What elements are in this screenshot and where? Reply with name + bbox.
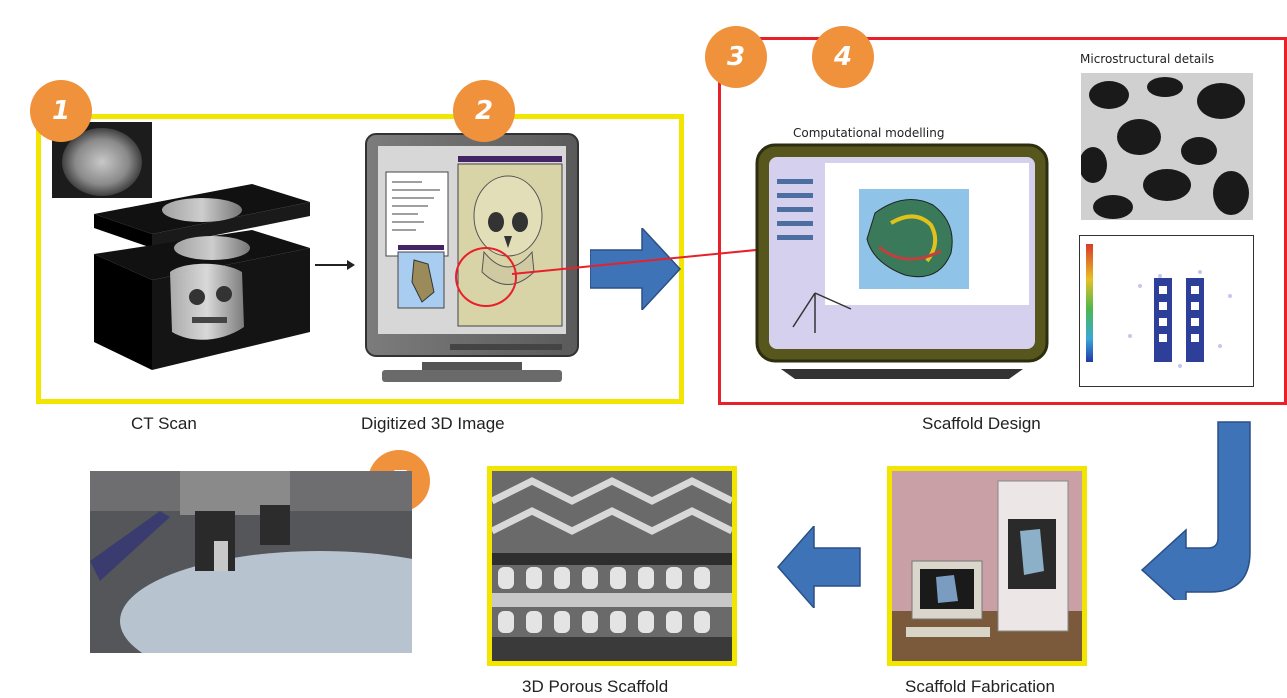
ct-scan-caption: CT Scan [131,414,197,433]
computational-modelling-label: Computational modelling [793,126,945,140]
scaffold-fabrication-caption: Scaffold Fabrication [905,677,1055,696]
arrow-right-small [315,258,355,272]
scaffold-design-frame [718,37,1287,405]
digitized-caption: Digitized 3D Image [361,414,505,433]
porous-scaffold-caption: 3D Porous Scaffold [522,677,669,696]
microstructural-details-label: Microstructural details [1080,52,1215,66]
blue-arrow-right [590,228,682,310]
step-badge-2: 2 [453,80,515,142]
step-badge-4: 4 [812,26,874,88]
porous-scaffold-image [492,471,732,661]
digitized-monitor [362,132,582,384]
simulation-plot [1079,235,1254,387]
scaffold-design-caption: Scaffold Design [922,414,1041,433]
blue-arrow-down-left [1140,420,1260,600]
region-highlight-circle [455,247,517,307]
fabrication-frame [887,466,1087,666]
porous-scaffold-frame [487,466,737,666]
blue-arrow-left [776,526,862,608]
step-badge-1: 1 [30,80,92,142]
microstructure-image [1081,73,1253,220]
printer-photo [90,471,412,653]
step-badge-3: 3 [705,26,767,88]
ct-scan-image [52,122,322,372]
ct-digitize-frame [36,114,684,404]
fabrication-photo [892,471,1082,661]
computational-monitor [755,143,1055,385]
